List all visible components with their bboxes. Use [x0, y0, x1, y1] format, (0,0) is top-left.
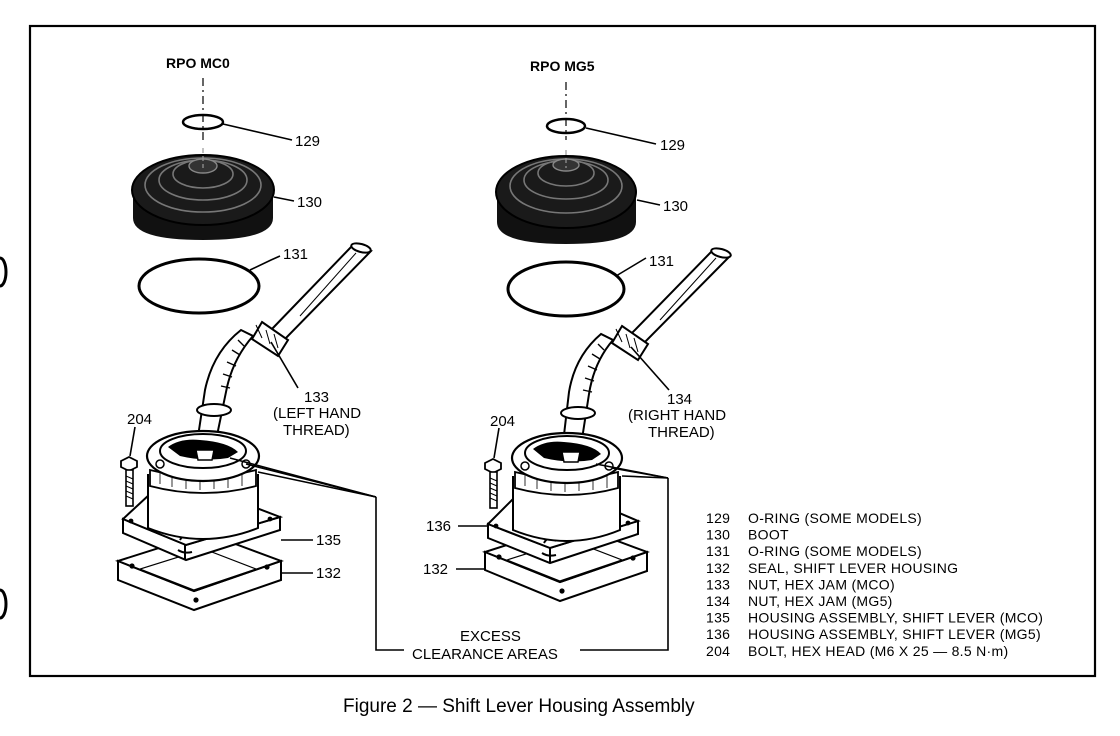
legend-item-number: 136	[706, 626, 730, 642]
left-boot-130	[131, 148, 275, 240]
right-callout-131: 131	[649, 253, 674, 270]
right-callout-130: 130	[663, 198, 688, 215]
left-callout-133-note-2: THREAD)	[283, 422, 350, 439]
binder-hole-mark-top	[0, 256, 8, 288]
excess-clearance-label-1: EXCESS	[460, 628, 521, 645]
left-callout-131: 131	[283, 246, 308, 263]
legend-item-description: O-RING (SOME MODELS)	[748, 510, 922, 526]
right-callout-134-note-1: (RIGHT HAND	[628, 407, 726, 424]
left-callout-132: 132	[316, 565, 341, 582]
left-oring-131	[137, 257, 261, 315]
left-callout-133: 133	[304, 389, 329, 406]
figure-caption: Figure 2 — Shift Lever Housing Assembly	[343, 696, 695, 717]
legend-item-number: 132	[706, 560, 730, 576]
left-callout-204: 204	[127, 411, 152, 428]
right-assembly: RPO MG5	[423, 58, 732, 603]
left-oring-129	[181, 113, 225, 131]
right-oring-131	[506, 260, 626, 318]
legend-item-description: NUT, HEX JAM (MG5)	[748, 593, 893, 609]
right-callout-136: 136	[426, 518, 451, 535]
right-boot-130	[495, 150, 637, 244]
legend-item-number: 135	[706, 610, 730, 626]
legend-item-description: HOUSING ASSEMBLY, SHIFT LEVER (MCO)	[748, 610, 1043, 626]
right-callout-134: 134	[667, 391, 692, 408]
legend-item-number: 133	[706, 576, 730, 592]
left-callout-133-note-1: (LEFT HAND	[273, 405, 361, 422]
legend-item-number: 134	[706, 593, 730, 609]
left-callout-129: 129	[295, 133, 320, 150]
right-callout-132: 132	[423, 561, 448, 578]
left-shift-lever	[194, 242, 373, 451]
right-heading: RPO MG5	[530, 58, 595, 74]
binder-hole-mark-bottom	[0, 588, 8, 620]
excess-clearance-leaders	[229, 457, 669, 651]
right-housing-136	[482, 431, 650, 603]
legend-item-description: BOLT, HEX HEAD (M6 X 25 — 8.5 N·m)	[748, 643, 1008, 659]
legend-item-description: HOUSING ASSEMBLY, SHIFT LEVER (MG5)	[748, 626, 1041, 642]
left-bolt-204	[120, 455, 138, 507]
left-assembly: RPO MC0	[115, 55, 373, 612]
right-bolt-204	[484, 457, 502, 509]
right-callout-204: 204	[490, 413, 515, 430]
legend-item-number: 131	[706, 543, 730, 559]
legend-item-number: 129	[706, 510, 730, 526]
legend-item-description: O-RING (SOME MODELS)	[748, 543, 922, 559]
legend-item-description: BOOT	[748, 527, 789, 543]
left-callout-135: 135	[316, 532, 341, 549]
excess-clearance-label-2: CLEARANCE AREAS	[412, 646, 558, 663]
left-heading: RPO MC0	[166, 55, 230, 71]
right-shift-lever	[560, 247, 732, 453]
left-housing-135	[115, 429, 284, 612]
left-callout-130: 130	[297, 194, 322, 211]
legend-item-description: SEAL, SHIFT LEVER HOUSING	[748, 560, 958, 576]
right-oring-129	[545, 117, 587, 135]
legend-item-number: 130	[706, 527, 730, 543]
right-callout-134-note-2: THREAD)	[648, 424, 715, 441]
right-callout-129: 129	[660, 137, 685, 154]
legend-item-description: NUT, HEX JAM (MCO)	[748, 576, 895, 592]
legend-item-number: 204	[706, 643, 730, 659]
